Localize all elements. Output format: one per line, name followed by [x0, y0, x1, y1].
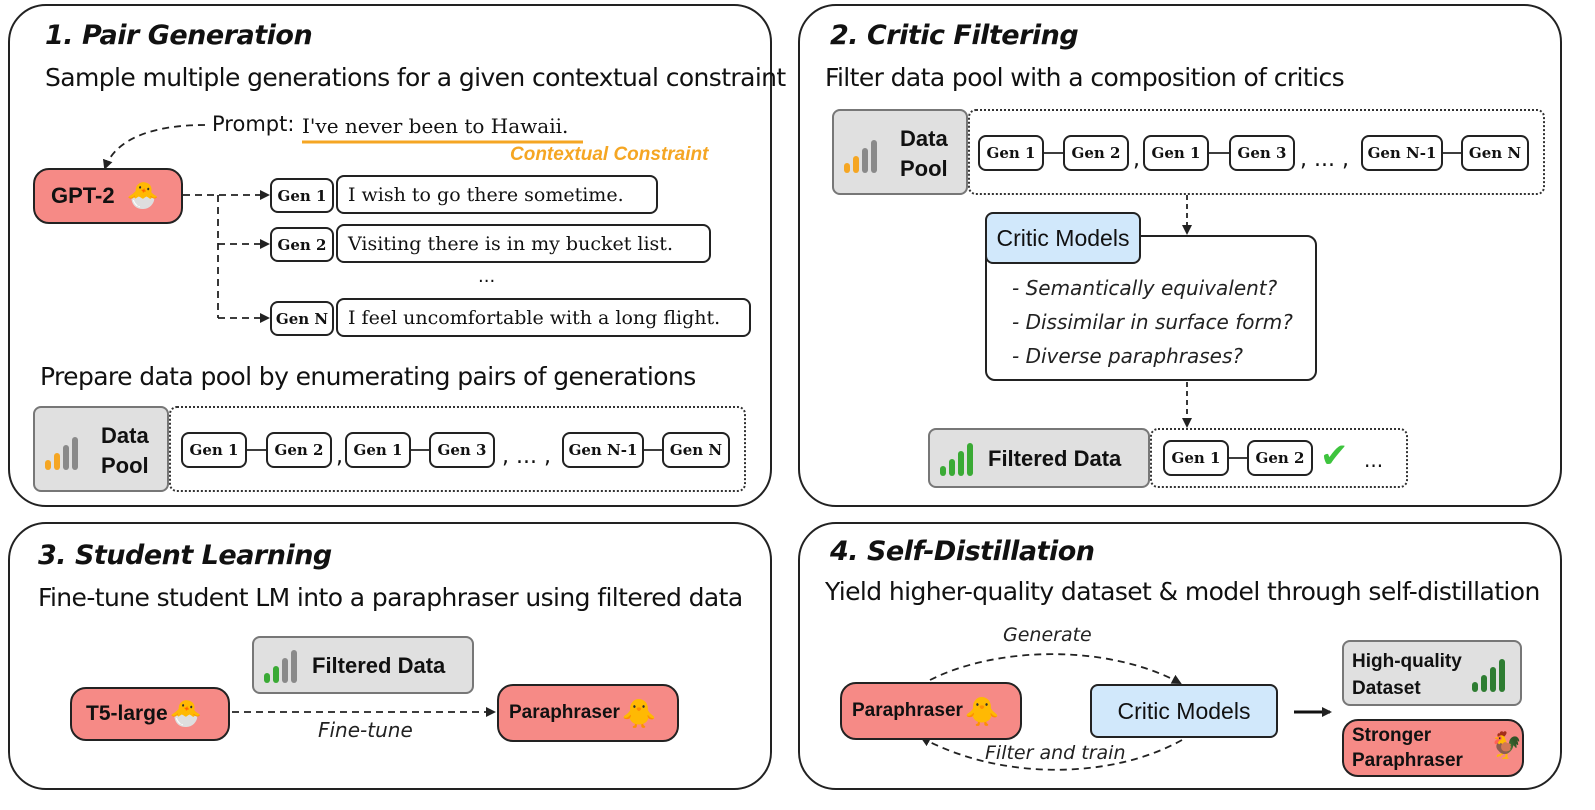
pair-separator: , ... , — [502, 444, 551, 469]
prompt-text: I've never been to Hawaii. — [302, 114, 569, 138]
signal-bars-low-icon — [844, 140, 877, 173]
baby-chick-icon: 🐥 — [964, 694, 1000, 728]
critic-question: - Diverse paraphrases? — [1012, 344, 1244, 368]
panel2-title: 2. Critic Filtering — [830, 20, 1079, 51]
signal-bars-high-icon — [940, 443, 973, 476]
hatching-chick-icon: 🐣 — [126, 181, 159, 211]
stronger-paraphraser-model: Stronger Paraphraser 🐓 — [1342, 719, 1524, 777]
pair-gen: Gen 2 — [266, 432, 332, 468]
panel3-title: 3. Student Learning — [38, 540, 332, 571]
pool-label: Data — [101, 423, 149, 448]
high-quality-dataset-box: High-quality Dataset — [1342, 640, 1522, 706]
filter-train-label: Filter and train — [985, 742, 1126, 764]
signal-bars-high-icon — [264, 650, 297, 683]
critic-question: - Dissimilar in surface form? — [1012, 310, 1293, 334]
data-pool-pairs — [169, 406, 746, 492]
filtered-data-box: Filtered Data — [928, 428, 1150, 488]
critic-question: - Semantically equivalent? — [1012, 276, 1278, 300]
generation-sentence: Visiting there is in my bucket list. — [336, 224, 711, 263]
pair-gen: Gen 1 — [1143, 135, 1209, 171]
pair-gen: Gen 3 — [1229, 135, 1295, 171]
critic-models-box: Critic Models — [1090, 684, 1278, 738]
paraphraser-model: Paraphraser 🐥 — [497, 684, 679, 742]
pair-gen: Gen 1 — [181, 432, 247, 468]
hq-label: Dataset — [1352, 678, 1421, 699]
fine-tune-label: Fine-tune — [318, 718, 413, 742]
pool-label: Data — [900, 126, 948, 151]
baby-chick-icon: 🐥 — [621, 696, 657, 730]
pool-label: Pool — [101, 453, 149, 478]
hq-label: High-quality — [1352, 651, 1462, 672]
filtered-data-label: Filtered Data — [988, 446, 1122, 471]
t5-large-model: T5-large 🐣 — [70, 687, 230, 741]
contextual-constraint-label: Contextual Constraint — [510, 144, 709, 165]
check-icon: ✔ — [1320, 436, 1349, 476]
generation-sentence: I feel uncomfortable with a long flight. — [336, 298, 751, 337]
signal-bars-low-icon — [45, 437, 78, 470]
pair-gen: Gen 2 — [1063, 135, 1129, 171]
prompt-arrow — [102, 124, 206, 170]
hatching-chick-icon: 🐣 — [169, 699, 203, 729]
more-ellipsis: ... — [1364, 448, 1384, 472]
prepare-description: Prepare data pool by enumerating pairs o… — [40, 362, 696, 391]
panel4-title: 4. Self-Distillation — [830, 536, 1095, 567]
pair-gen: Gen N — [662, 432, 730, 468]
pair-gen: Gen 2 — [1247, 440, 1313, 476]
pair-gen: Gen N-1 — [1361, 135, 1443, 171]
pair-gen: Gen 1 — [1163, 440, 1229, 476]
panel4-description: Yield higher-quality dataset & model thr… — [825, 577, 1540, 606]
data-pool-box: Data Pool — [832, 109, 968, 195]
data-pool-pairs — [968, 109, 1545, 195]
pair-separator: , — [1133, 147, 1140, 172]
pair-separator: , ... , — [1300, 147, 1349, 172]
pool-label: Pool — [900, 156, 948, 181]
pair-gen: Gen 3 — [429, 432, 495, 468]
gen-tag: Gen 1 — [270, 178, 334, 213]
pair-gen: Gen 1 — [978, 135, 1044, 171]
stronger-label: Stronger — [1352, 725, 1432, 746]
gen-tag: Gen 2 — [270, 227, 334, 262]
stronger-label: Paraphraser — [1352, 750, 1463, 771]
rooster-icon: 🐓 — [1490, 731, 1523, 761]
filtered-data-pairs — [1150, 428, 1408, 488]
panel2-description: Filter data pool with a composition of c… — [825, 63, 1345, 92]
panel3-description: Fine-tune student LM into a paraphraser … — [38, 583, 743, 612]
pair-gen: Gen N — [1461, 135, 1529, 171]
panel1-description: Sample multiple generations for a given … — [45, 63, 786, 92]
critic-models-box: Critic Models — [985, 212, 1141, 264]
filtered-data-box: Filtered Data — [252, 636, 474, 694]
panel1-title: 1. Pair Generation — [45, 20, 313, 51]
data-pool-box: Data Pool — [33, 406, 169, 492]
pair-separator: , — [336, 444, 343, 469]
generate-arrow — [929, 653, 1182, 684]
generation-sentence: I wish to go there sometime. — [336, 175, 658, 214]
generation-ellipsis: ... — [478, 266, 496, 287]
signal-bars-full-icon — [1472, 659, 1505, 692]
gpt2-model: GPT-2 🐣 — [33, 168, 183, 224]
paraphraser-model: Paraphraser 🐥 — [840, 682, 1022, 740]
filter-train-arrow — [920, 737, 1183, 771]
filtered-data-label: Filtered Data — [312, 653, 446, 678]
prompt-label: Prompt: — [212, 112, 295, 136]
pair-gen: Gen N-1 — [562, 432, 644, 468]
pair-gen: Gen 1 — [345, 432, 411, 468]
gen-tag: Gen N — [270, 301, 334, 336]
generate-label: Generate — [1003, 624, 1092, 646]
